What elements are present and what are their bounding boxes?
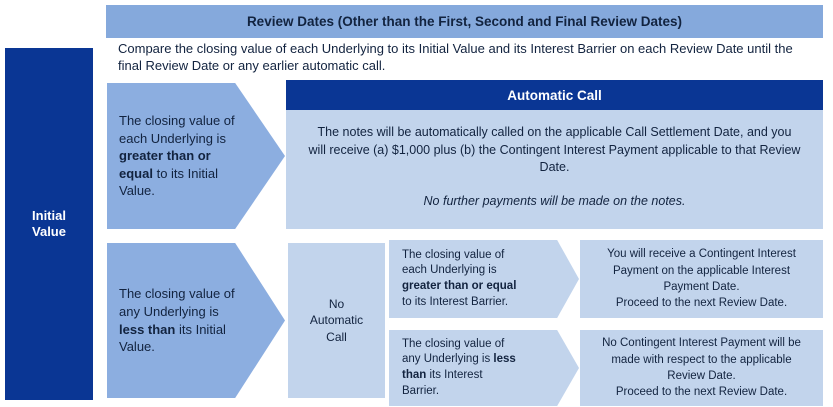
result-2-line1: No Contingent Interest Payment will be [602, 337, 801, 350]
condition-below-pre: The closing value of any Underlying is [119, 286, 235, 319]
header-description-text: Compare the closing value of each Underl… [118, 41, 793, 74]
result-2-line4: Proceed to the next Review Date. [615, 386, 788, 399]
no-automatic-call-line3: Call [326, 329, 347, 344]
condition-below-post: its Initial Value. [119, 321, 226, 355]
no-automatic-call-line2: Automatic [309, 313, 364, 328]
sub-condition-arrow-below-barrier: The closing value of any Underlying is l… [389, 330, 579, 406]
automatic-call-text: The notes will be automatically called o… [308, 125, 801, 174]
header-description: Compare the closing value of each Underl… [106, 38, 823, 74]
sub-condition-2-pre: The closing value of any Underlying is [402, 337, 505, 366]
sub-condition-1-pre: The closing value of each Underlying is [402, 248, 505, 277]
no-automatic-call-line1: No [328, 296, 345, 311]
automatic-call-note: No further payments will be made on the … [423, 193, 686, 208]
result-1-line2: Payment on the applicable Interest [612, 264, 791, 277]
result-1-line1: You will receive a Contingent Interest [607, 248, 796, 261]
initial-value-label-line1: Initial [32, 207, 66, 223]
condition-below-bold: less than [119, 321, 176, 337]
condition-arrow-below-initial: The closing value of any Underlying is l… [107, 243, 285, 398]
automatic-call-header: Automatic Call [286, 80, 823, 110]
automatic-call-body: The notes will be automatically called o… [286, 110, 823, 229]
initial-value-label-line2: Value [32, 224, 66, 239]
automatic-call-title: Automatic Call [507, 87, 602, 103]
result-1-line3: Payment Date. [663, 281, 740, 293]
condition-above-post: to its Initial Value. [119, 165, 218, 199]
sub-condition-2-bold: less than [402, 353, 516, 381]
result-box-no-contingent-interest: No Contingent Interest Payment will be m… [580, 330, 823, 406]
condition-arrow-above-initial: The closing value of each Underlying is … [107, 83, 285, 229]
sub-condition-1-post: to its Interest Barrier. [402, 295, 509, 308]
result-1-line4: Proceed to the next Review Date. [615, 297, 788, 310]
result-2-line3: Review Date. [667, 370, 736, 382]
sub-condition-2-post: its Interest Barrier. [402, 369, 483, 397]
condition-above-pre: The closing value of each Underlying is [119, 113, 235, 146]
sub-condition-arrow-above-barrier: The closing value of each Underlying is … [389, 240, 579, 318]
header-title-band: Review Dates (Other than the First, Seco… [106, 5, 823, 38]
result-box-contingent-interest-paid: You will receive a Contingent Interest P… [580, 240, 823, 318]
no-automatic-call-box: No Automatic Call [288, 243, 385, 398]
sub-condition-1-bold: greater than or equal [402, 280, 517, 292]
initial-value-panel: Initial Value [5, 48, 93, 400]
result-2-line2: made with respect to the applicable [611, 353, 792, 366]
condition-above-bold: greater than or equal [119, 148, 211, 181]
header-title: Review Dates (Other than the First, Seco… [246, 14, 683, 29]
